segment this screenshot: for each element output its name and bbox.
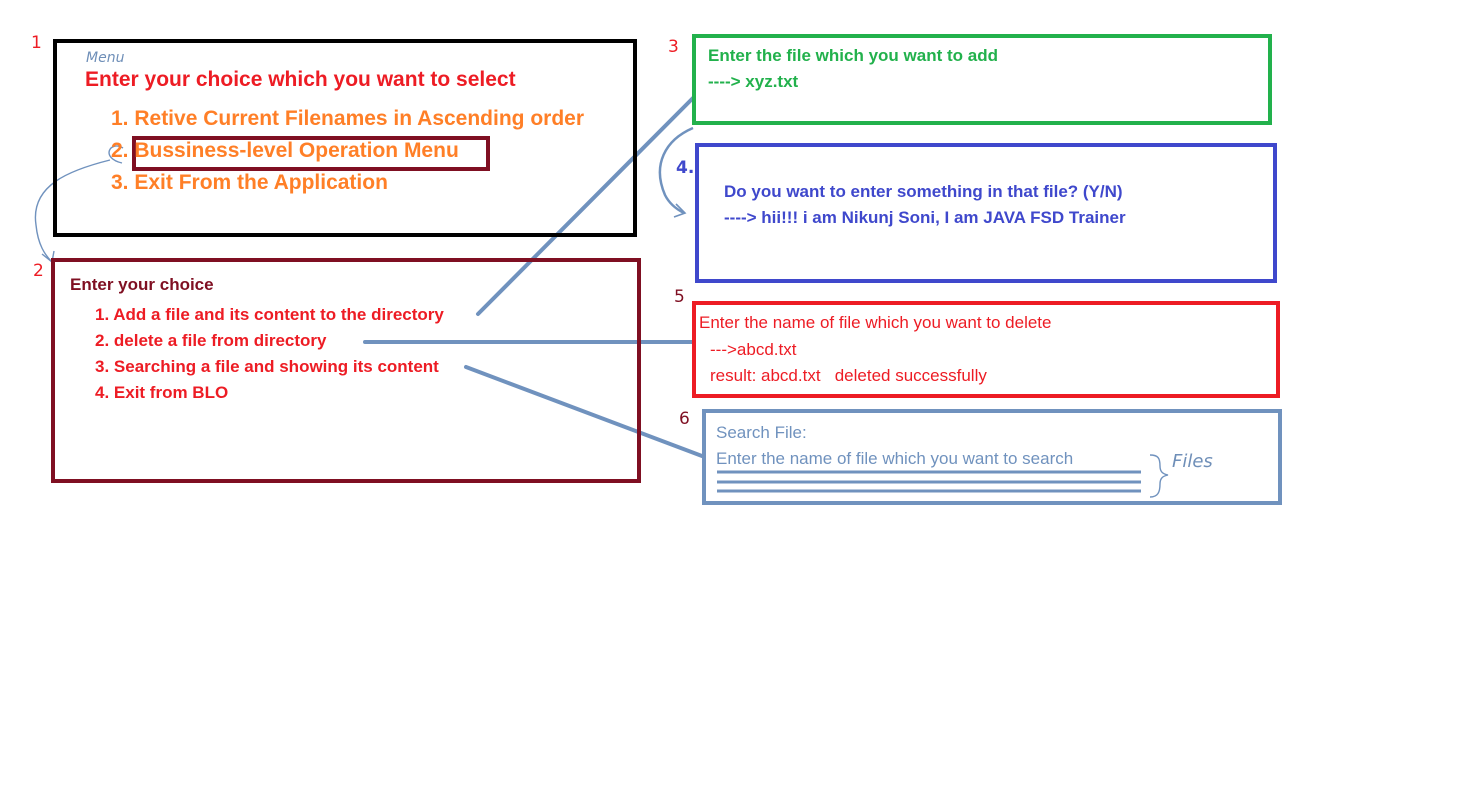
box6-number: 6 <box>679 409 690 429</box>
delete-file-input: --->abcd.txt <box>710 340 797 359</box>
delete-file-prompt: Enter the name of file which you want to… <box>699 313 1052 332</box>
blo-option-delete-file[interactable]: 2. delete a file from directory <box>95 331 327 350</box>
blo-option-add-file[interactable]: 1. Add a file and its content to the dir… <box>95 305 444 324</box>
connector-search-file <box>464 365 704 458</box>
menu-option-retrieve[interactable]: 1. Retive Current Filenames in Ascending… <box>111 107 585 130</box>
file-content-prompt: Do you want to enter something in that f… <box>724 182 1123 201</box>
search-file-prompt: Enter the name of file which you want to… <box>716 449 1074 468</box>
delete-file-result: result: abcd.txt deleted successfully <box>710 366 987 385</box>
highlight-blo-option <box>132 136 490 171</box>
add-file-prompt: Enter the file which you want to add <box>708 46 998 65</box>
box5-number: 5 <box>674 287 685 307</box>
files-annotation: Files <box>1172 451 1213 472</box>
main-menu-title: Enter your choice which you want to sele… <box>85 68 516 91</box>
menu-option-exit[interactable]: 3. Exit From the Application <box>111 171 388 194</box>
add-file-input: ----> xyz.txt <box>708 72 799 91</box>
main-menu-box <box>53 39 637 237</box>
connector-add-file <box>476 96 695 316</box>
add-file-box <box>692 34 1272 125</box>
arrowhead-add-to-content <box>673 203 687 218</box>
search-file-box <box>702 409 1282 505</box>
box2-number: 2 <box>33 261 44 281</box>
box3-number: 3 <box>668 37 679 57</box>
menu-annotation: Menu <box>86 50 125 66</box>
box1-number: 1 <box>31 33 42 53</box>
blo-option-search-file[interactable]: 3. Searching a file and showing its cont… <box>95 357 439 376</box>
files-brace <box>1149 454 1169 498</box>
curved-arrow-menu-to-blo <box>34 145 124 263</box>
blo-menu-title: Enter your choice <box>70 275 214 294</box>
box4-number: 4. <box>676 158 695 178</box>
blo-menu-box <box>51 258 641 483</box>
file-content-input: ----> hii!!! i am Nikunj Soni, I am JAVA… <box>724 208 1126 227</box>
file-content-box <box>695 143 1277 283</box>
blo-option-exit-blo[interactable]: 4. Exit from BLO <box>95 383 229 402</box>
delete-file-box <box>692 301 1280 398</box>
search-file-title: Search File: <box>716 423 807 442</box>
menu-option-business-level[interactable]: 2. Bussiness-level Operation Menu <box>111 139 459 162</box>
curved-arrow-add-to-content <box>658 126 694 215</box>
